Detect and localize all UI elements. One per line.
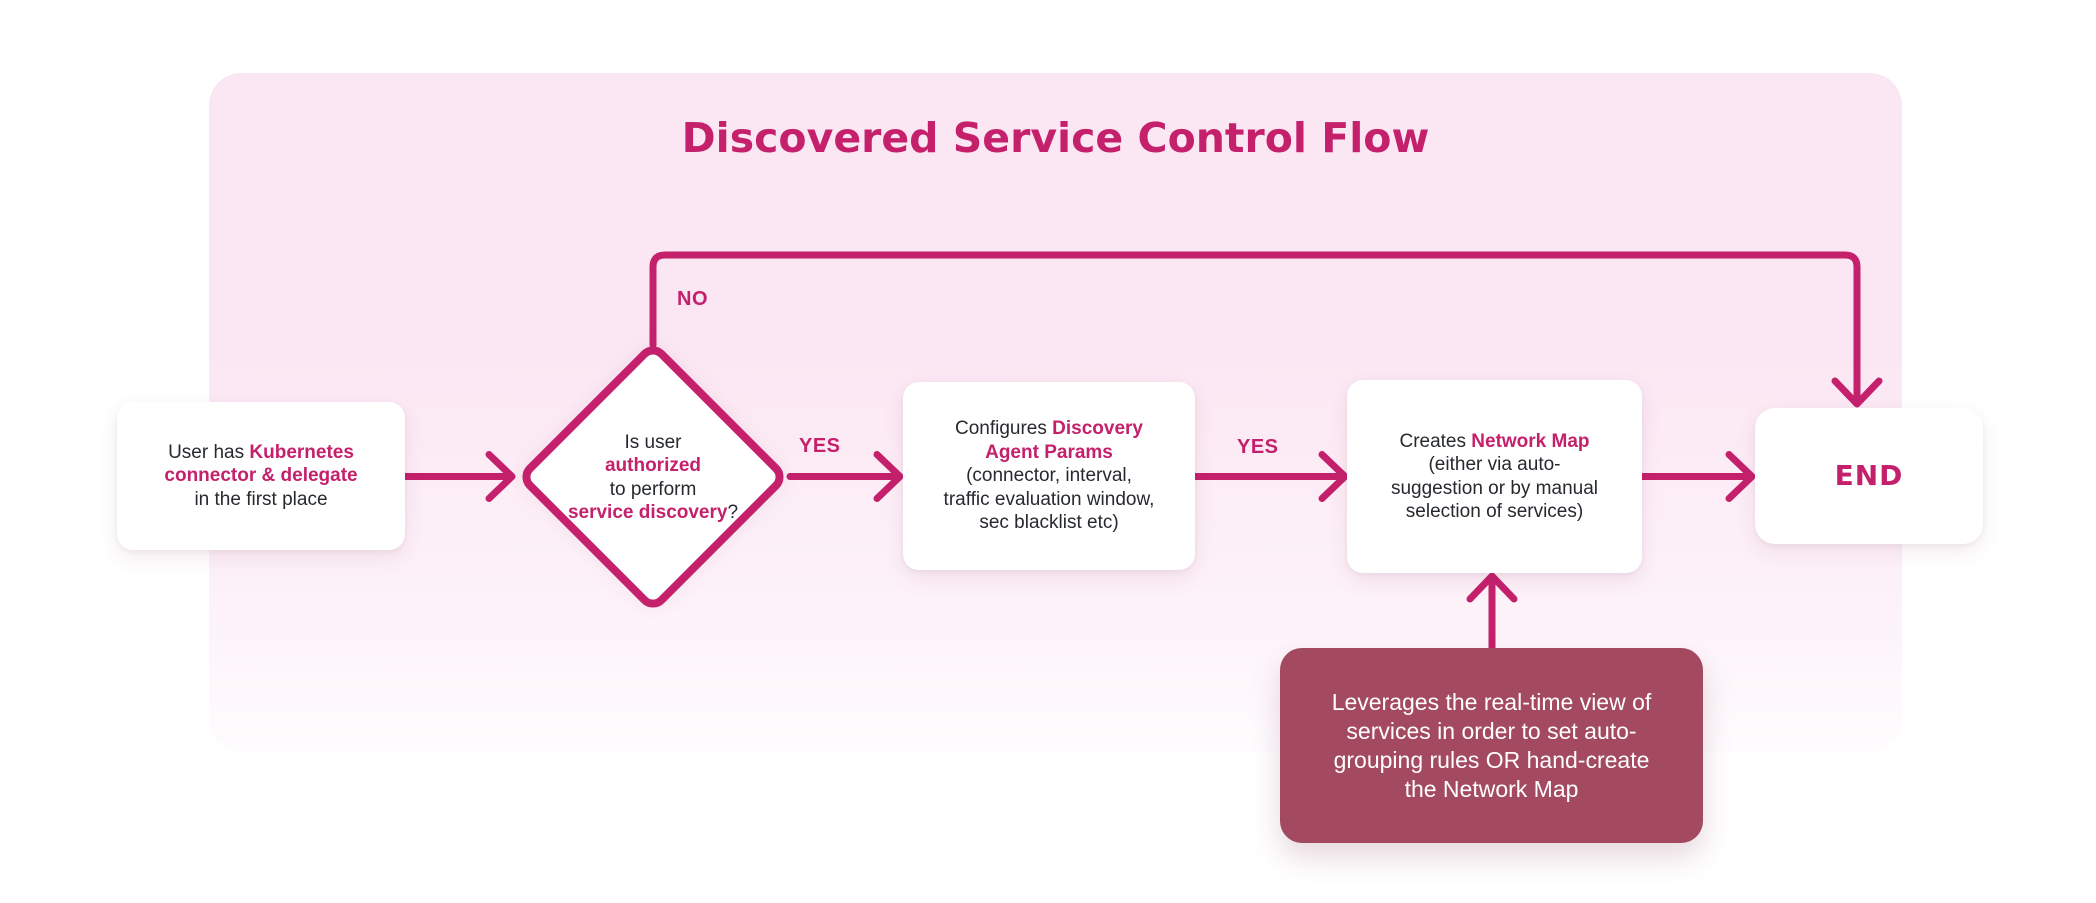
node-create-network-map: Creates Network Map(either via auto-sugg… (1347, 380, 1642, 573)
edge-label-yes-2: YES (1237, 436, 1279, 458)
edge-label-no: NO (677, 288, 708, 310)
diagram-title: Discovered Service Control Flow (681, 114, 1430, 162)
edge-label-yes-1: YES (799, 435, 841, 457)
node-end: END (1755, 408, 1983, 544)
